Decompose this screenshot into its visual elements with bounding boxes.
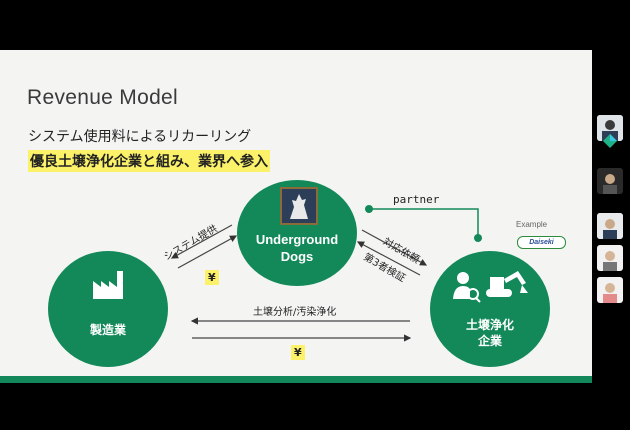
person-search-icon xyxy=(453,272,481,303)
excavator-icon xyxy=(486,271,528,297)
slide-footer-bar xyxy=(0,376,592,383)
node-underground-dogs: Underground Dogs xyxy=(237,180,357,286)
participant-video-4[interactable] xyxy=(597,245,623,271)
partner-node-right xyxy=(474,234,482,242)
node-soil-company-label: 土壌浄化 企業 xyxy=(430,317,550,349)
partner-line xyxy=(369,208,479,238)
person-avatar-icon xyxy=(597,245,623,271)
node-manufacturing-label: 製造業 xyxy=(89,323,126,337)
node-manufacturing: 製造業 xyxy=(48,251,168,367)
person-avatar-icon xyxy=(597,277,623,303)
partner-label: partner xyxy=(393,193,440,206)
participant-video-2[interactable] xyxy=(597,168,623,194)
arrow-system-provision xyxy=(170,224,233,259)
wolf-logo-icon xyxy=(280,187,318,225)
app-logo-icon xyxy=(599,132,621,150)
yen-badge-bottom: ¥ xyxy=(291,345,305,360)
yen-badge-left: ¥ xyxy=(205,270,219,285)
slide-title: Revenue Model xyxy=(27,86,178,109)
daiseki-logo: Daiseki xyxy=(517,236,566,249)
participant-video-3[interactable] xyxy=(597,213,623,239)
slide-highlight: 優良土壌浄化企業と組み、業界へ参入 xyxy=(28,150,270,172)
participant-video-5[interactable] xyxy=(597,277,623,303)
underground-line2: Dogs xyxy=(280,249,314,264)
node-underground-label: Underground Dogs xyxy=(237,231,357,265)
arrow-response-request xyxy=(361,229,428,266)
arrow-verification xyxy=(356,241,421,276)
slide-subtitle: システム使用料によるリカーリング xyxy=(28,129,252,145)
factory-icon xyxy=(93,271,123,299)
soil-company-line1: 土壌浄化 xyxy=(465,318,514,332)
underground-line1: Underground xyxy=(255,232,339,247)
soil-company-line2: 企業 xyxy=(477,334,502,348)
person-avatar-icon xyxy=(597,213,623,239)
arrow-yen-left xyxy=(177,235,238,269)
example-label: Example xyxy=(516,220,548,229)
person-avatar-icon xyxy=(597,168,623,194)
node-soil-company: 土壌浄化 企業 xyxy=(430,251,550,367)
flow-soil-analysis: 土壌分析/汚染浄化 xyxy=(253,307,337,318)
